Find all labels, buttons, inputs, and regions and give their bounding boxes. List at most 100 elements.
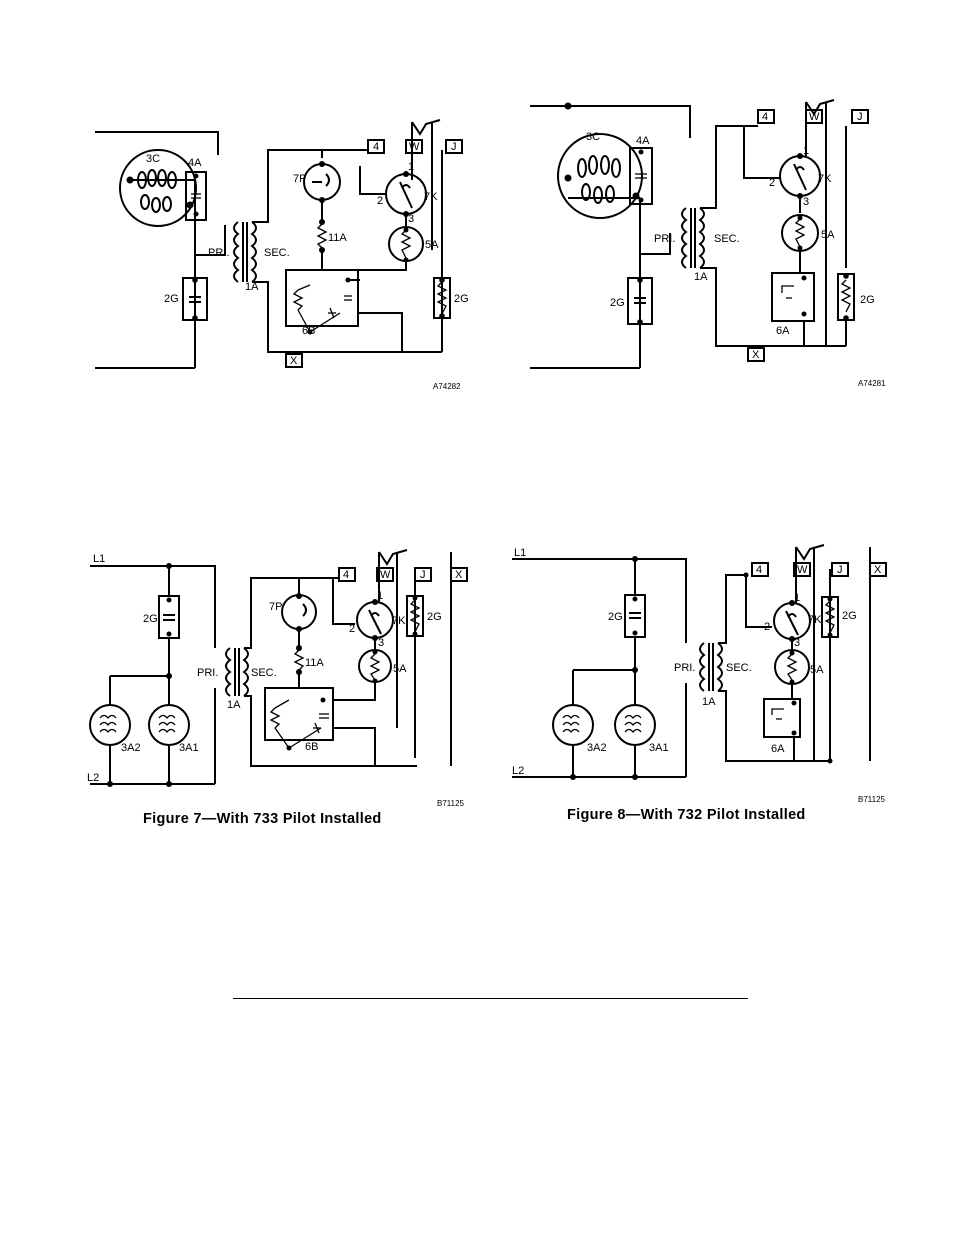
terminal-j: J <box>837 564 843 576</box>
label-1a: 1A <box>694 271 708 283</box>
label-2g-left: 2G <box>608 611 623 623</box>
capacitor-2g-left <box>627 277 653 325</box>
label-3c: 3C <box>146 153 160 165</box>
label-pin3: 3 <box>794 637 800 649</box>
label-1a: 1A <box>702 696 716 708</box>
line-wiring <box>90 563 216 787</box>
terminal-4: 4 <box>756 564 762 576</box>
drawing-code: B71125 <box>437 799 465 808</box>
ignitor-3c <box>119 149 197 227</box>
label-6b: 6B <box>305 741 318 753</box>
label-4a: 4A <box>636 135 650 147</box>
label-2g-right: 2G <box>454 293 469 305</box>
label-l2: L2 <box>512 765 524 777</box>
label-1a: 1A <box>245 281 259 293</box>
capacitor-2g-left <box>182 277 208 321</box>
capacitor-2g-right <box>821 596 839 638</box>
label-pri: PRI. <box>197 667 218 679</box>
line-wiring <box>95 131 226 369</box>
label-5a: 5A <box>425 239 439 251</box>
label-5a: 5A <box>810 664 824 676</box>
label-2g-right: 2G <box>842 610 857 622</box>
horizontal-rule <box>233 998 748 999</box>
terminal-w: W <box>409 141 420 153</box>
figure-7-caption: Figure 7—With 733 Pilot Installed <box>143 811 382 827</box>
label-sec: SEC. <box>714 233 740 245</box>
terminal-boxes <box>747 109 869 362</box>
label-2g-left: 2G <box>164 293 179 305</box>
label-7p: 7P <box>269 601 282 613</box>
switch-4a <box>629 147 653 205</box>
label-1a: 1A <box>227 699 241 711</box>
label-pri: PRI. <box>674 662 695 674</box>
transformer-1a <box>699 574 830 762</box>
terminal-x: X <box>290 355 298 367</box>
terminal-j: J <box>420 569 426 581</box>
label-2g-right: 2G <box>427 611 442 623</box>
label-l1: L1 <box>514 547 526 559</box>
control-circuit <box>264 578 376 766</box>
label-5a: 5A <box>821 229 835 241</box>
label-11a: 11A <box>328 232 347 244</box>
label-3c: 3C <box>586 131 600 143</box>
label-pin2: 2 <box>769 177 775 189</box>
wiring-diagram-top-right: 3C 4A 2G PRI. SEC. 1A 1 2 3 7K 5A 6A 2G … <box>530 99 886 388</box>
terminal-4: 4 <box>762 111 768 123</box>
label-l2: L2 <box>87 772 99 784</box>
label-3a1: 3A1 <box>649 742 669 754</box>
label-5a: 5A <box>393 663 407 675</box>
transformer-1a <box>225 577 417 767</box>
terminal-boxes <box>338 567 468 582</box>
label-pin2: 2 <box>377 195 383 207</box>
label-pin1: 1 <box>803 145 809 157</box>
drawing-code: A74282 <box>433 382 461 391</box>
label-4a: 4A <box>188 157 202 169</box>
terminal-4: 4 <box>343 569 349 581</box>
label-3a1: 3A1 <box>179 742 199 754</box>
terminal-w: W <box>809 111 820 123</box>
lamp-3a2 <box>89 704 131 746</box>
label-7k: 7K <box>808 614 822 626</box>
capacitor-2g-left <box>624 594 646 638</box>
label-l1: L1 <box>93 553 105 565</box>
label-6a: 6A <box>776 325 790 337</box>
capacitor-2g-left <box>158 595 180 639</box>
drawing-code: A74281 <box>858 379 886 388</box>
pilot-relay <box>743 544 871 764</box>
label-2g-right: 2G <box>860 294 875 306</box>
label-pin1: 1 <box>794 592 800 604</box>
terminal-boxes <box>751 562 887 577</box>
label-7k: 7K <box>818 173 832 185</box>
label-2g-left: 2G <box>143 613 158 625</box>
label-7k: 7K <box>392 615 406 627</box>
line-wiring <box>512 556 687 780</box>
label-sec: SEC. <box>251 667 277 679</box>
label-pin2: 2 <box>764 621 770 633</box>
label-6a: 6A <box>771 743 785 755</box>
label-6b: 6B <box>302 325 315 337</box>
control-circuit <box>285 150 403 352</box>
lamp-3a1 <box>148 704 190 746</box>
label-sec: SEC. <box>264 247 290 259</box>
label-3a2: 3A2 <box>121 742 141 754</box>
wiring-diagram-top-left: 3C 4A 2G PRI. SEC. 1A 7P 11A 6B 1 2 3 7K… <box>95 119 469 391</box>
label-2g-left: 2G <box>610 297 625 309</box>
drawing-code: B71125 <box>858 795 886 804</box>
label-pin1: 1 <box>377 590 383 602</box>
label-3a2: 3A2 <box>587 742 607 754</box>
label-pin1: 1 <box>408 161 414 173</box>
transformer-1a <box>233 149 442 353</box>
wiring-diagram-figure-7: L1 L2 2G 3A2 3A1 PRI. SEC. 1A 7P 11A 6B … <box>87 549 468 808</box>
label-7k: 7K <box>424 191 438 203</box>
capacitor-2g-right <box>837 273 855 321</box>
terminal-w: W <box>797 564 808 576</box>
wiring-diagram-figure-8: L1 L2 2G 3A2 3A1 PRI. SEC. 1A 1 2 3 7K 5… <box>512 544 887 804</box>
line-wiring <box>530 102 691 369</box>
terminal-w: W <box>380 569 391 581</box>
switch-4a <box>185 171 207 221</box>
terminal-boxes <box>285 139 463 368</box>
label-7p: 7P <box>293 173 306 185</box>
label-pin3: 3 <box>803 196 809 208</box>
label-sec: SEC. <box>726 662 752 674</box>
label-pri: PRI. <box>208 247 229 259</box>
